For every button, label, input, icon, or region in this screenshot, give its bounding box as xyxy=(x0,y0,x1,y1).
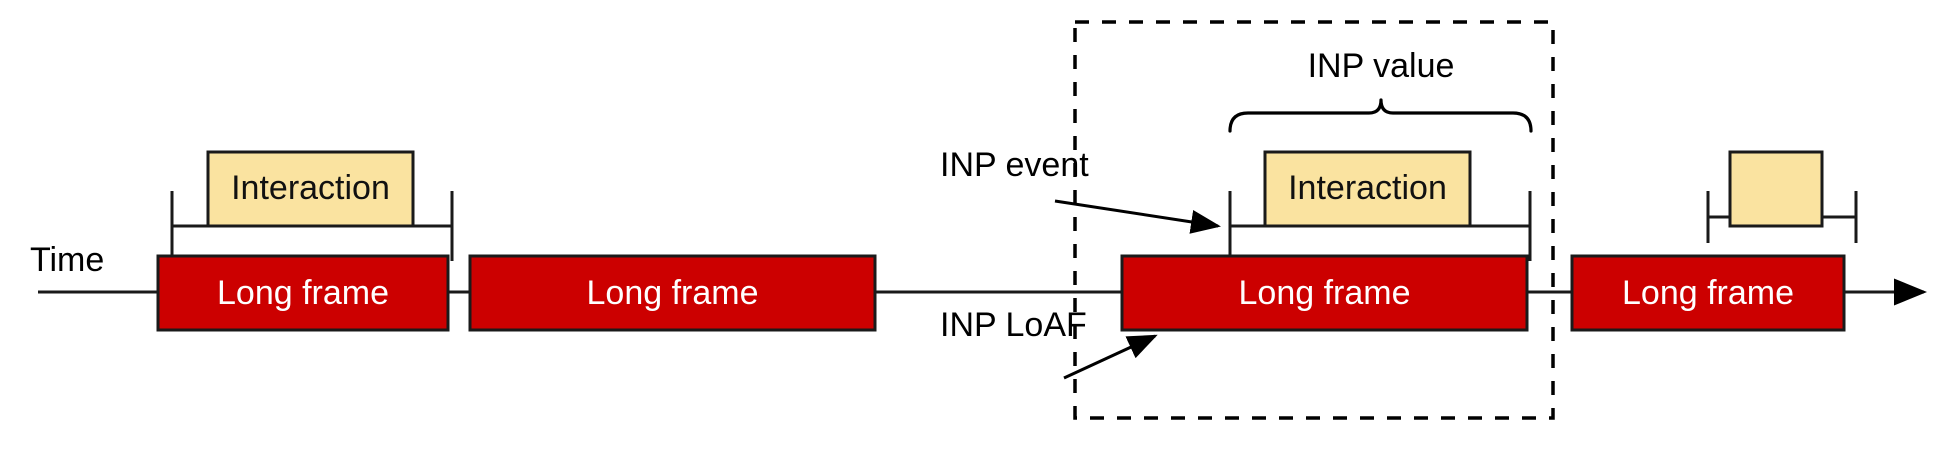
interaction-label-3: Interaction xyxy=(1288,169,1447,207)
inp-event-leader-arrow xyxy=(1054,199,1221,234)
long-frame-box-2 xyxy=(468,254,877,332)
long-frame-label-4: Long frame xyxy=(1622,274,1794,312)
inp-value-brace xyxy=(1228,98,1533,133)
long-frame-box-1 xyxy=(156,254,450,332)
interaction-whisker-4 xyxy=(1706,191,1858,243)
inp-value-label: INP value xyxy=(1308,47,1455,85)
interaction-box-4 xyxy=(1728,150,1824,228)
interaction-box-3 xyxy=(1263,150,1472,228)
inp-loaf-leader-arrow xyxy=(1063,334,1158,380)
frame-group-3: Interaction Long frame xyxy=(1120,150,1532,332)
inp-highlight-region xyxy=(1073,20,1555,420)
interaction-whisker-3 xyxy=(1228,191,1532,261)
interaction-box-1 xyxy=(206,150,415,228)
interaction-label-1: Interaction xyxy=(231,169,390,207)
long-frame-box-3 xyxy=(1120,254,1529,332)
long-frame-label-3: Long frame xyxy=(1239,274,1411,312)
inp-loaf-label: INP LoAF xyxy=(940,306,1087,344)
frame-group-2: Long frame xyxy=(468,254,877,332)
long-frame-box-4 xyxy=(1570,254,1846,332)
time-axis-label: Time xyxy=(30,241,104,279)
long-frame-label-2: Long frame xyxy=(587,274,759,312)
interaction-whisker-1 xyxy=(170,191,454,261)
long-frame-label-1: Long frame xyxy=(217,274,389,312)
inp-event-label: INP event xyxy=(940,146,1089,184)
frame-group-4: Long frame xyxy=(1570,150,1858,332)
frame-group-1: Interaction Long frame xyxy=(156,150,454,332)
